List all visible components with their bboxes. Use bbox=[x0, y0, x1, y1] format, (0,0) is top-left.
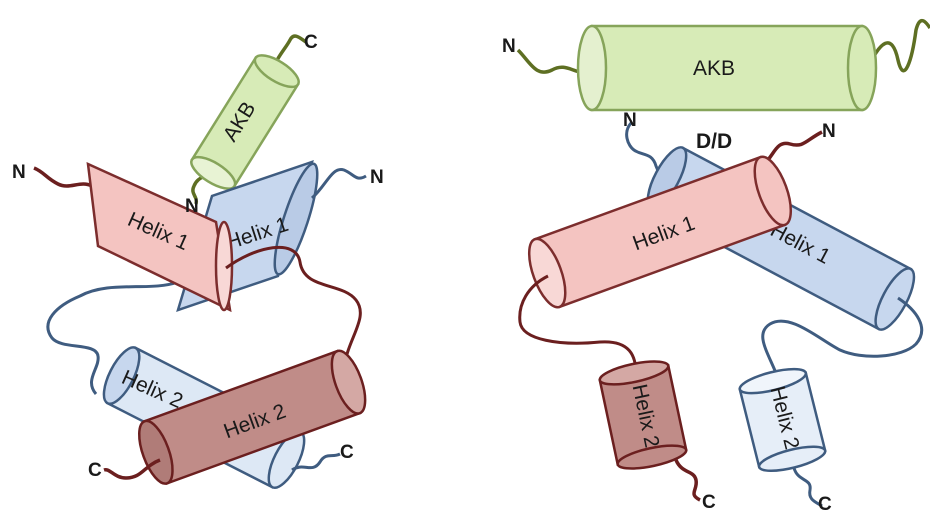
right-red-n-tail bbox=[762, 130, 823, 166]
right-red-c-tail bbox=[674, 459, 701, 502]
right-akb-cylinder bbox=[576, 24, 878, 112]
right-blue-c-tail bbox=[792, 467, 823, 508]
left-akb-n-label: N bbox=[185, 196, 199, 217]
right-akb-label: AKB bbox=[693, 57, 735, 80]
left-blue-c-label: C bbox=[340, 442, 354, 463]
left-red-loop bbox=[225, 245, 362, 371]
right-red-n-label: N bbox=[822, 121, 836, 142]
right-blue-c-label: C bbox=[818, 494, 832, 512]
left-helix2-red bbox=[137, 349, 367, 485]
right-helix2-red bbox=[598, 360, 688, 470]
right-akb-c-tail bbox=[864, 19, 930, 73]
right-helix1-red bbox=[527, 155, 793, 309]
right-akb-n-label: N bbox=[502, 36, 516, 57]
right-red-c-label: C bbox=[702, 492, 716, 512]
right-red-loop bbox=[518, 274, 638, 375]
right-dd-label: D/D bbox=[696, 130, 732, 153]
left-blue-n-tail bbox=[310, 168, 367, 200]
right-helix2-blue bbox=[738, 367, 827, 472]
left-red-c-tail bbox=[103, 458, 161, 480]
left-blue-n-label: N bbox=[370, 167, 384, 188]
right-blue-n-label: N bbox=[623, 110, 637, 131]
right-blue-loop bbox=[761, 296, 924, 379]
right-panel: AKB Helix 1 Helix 1 D/D bbox=[502, 19, 930, 512]
left-red-n-tail bbox=[33, 166, 93, 188]
left-panel: AKB Helix 1 Helix 1 Helix 2 bbox=[12, 32, 384, 489]
left-blue-c-tail bbox=[291, 452, 341, 472]
left-red-c-label: C bbox=[88, 460, 102, 481]
left-blue-loop bbox=[46, 280, 179, 395]
left-akb-c-label: C bbox=[304, 32, 318, 53]
left-helix1-red bbox=[86, 161, 234, 313]
left-akb-cylinder bbox=[190, 54, 300, 190]
right-akb-n-tail bbox=[516, 48, 587, 74]
left-red-n-label: N bbox=[12, 162, 26, 183]
